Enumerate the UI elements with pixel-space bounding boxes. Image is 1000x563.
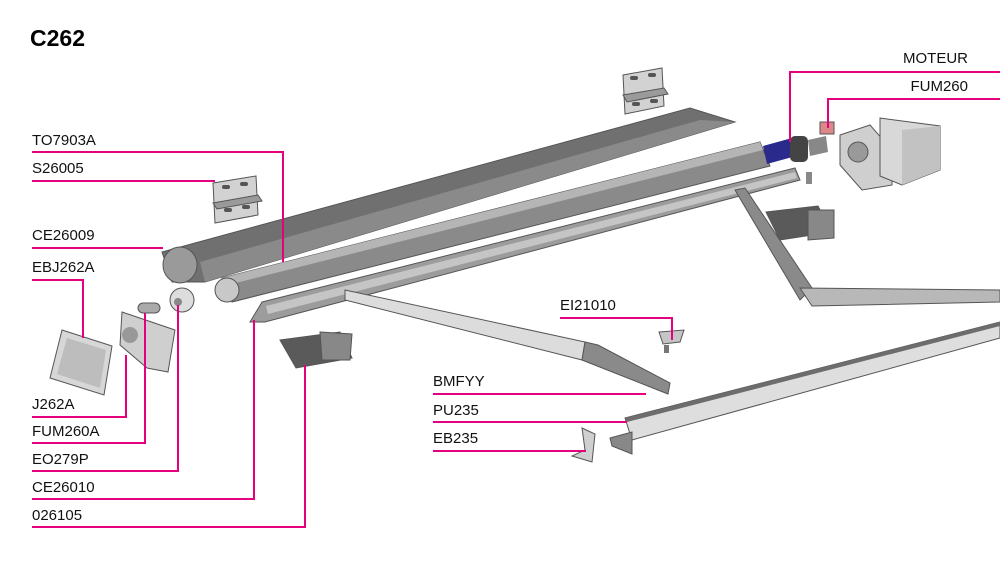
label-fum260a: FUM260A (32, 423, 100, 440)
diagram-title: C262 (30, 25, 85, 51)
leader-lines (32, 71, 1000, 528)
label-j262a: J262A (32, 396, 75, 413)
label-eo279p: EO279P (32, 451, 89, 468)
plug-fum260a (137, 302, 161, 314)
roller-tube (214, 141, 771, 303)
arm-support-right (765, 205, 835, 241)
label-eb235: EB235 (433, 430, 478, 447)
side-plate-j262a (119, 311, 176, 373)
arm-right (734, 187, 1000, 307)
label-s26005: S26005 (32, 160, 84, 177)
end-cap-ebj262a (49, 329, 113, 396)
label-026105: 026105 (32, 507, 82, 524)
end-plug-eo279p (169, 287, 195, 313)
arm-support-left (279, 331, 353, 369)
label-pu235: PU235 (433, 402, 479, 419)
front-load-bar (609, 321, 1000, 455)
end-cap-eb235 (570, 427, 596, 463)
label-ce26009: CE26009 (32, 227, 95, 244)
part-labels: TO7903A S26005 CE26009 EBJ262A J262A FUM… (32, 50, 968, 524)
screw (806, 172, 812, 184)
end-plate-right (839, 117, 941, 191)
arm-left (344, 289, 671, 395)
label-ebj262a: EBJ262A (32, 259, 95, 276)
label-ce26010: CE26010 (32, 479, 95, 496)
label-bmfyy: BMFYY (433, 373, 485, 390)
label-fum260: FUM260 (910, 78, 968, 95)
bracket-s26005 (212, 175, 263, 224)
front-profile (249, 167, 801, 323)
motor (763, 121, 835, 164)
cassette-cover (161, 107, 737, 284)
label-moteur: MOTEUR (903, 50, 968, 67)
parts (49, 67, 1000, 463)
label-to7903a: TO7903A (32, 132, 96, 149)
bracket-top (622, 67, 669, 115)
label-ei21010: EI21010 (560, 297, 616, 314)
